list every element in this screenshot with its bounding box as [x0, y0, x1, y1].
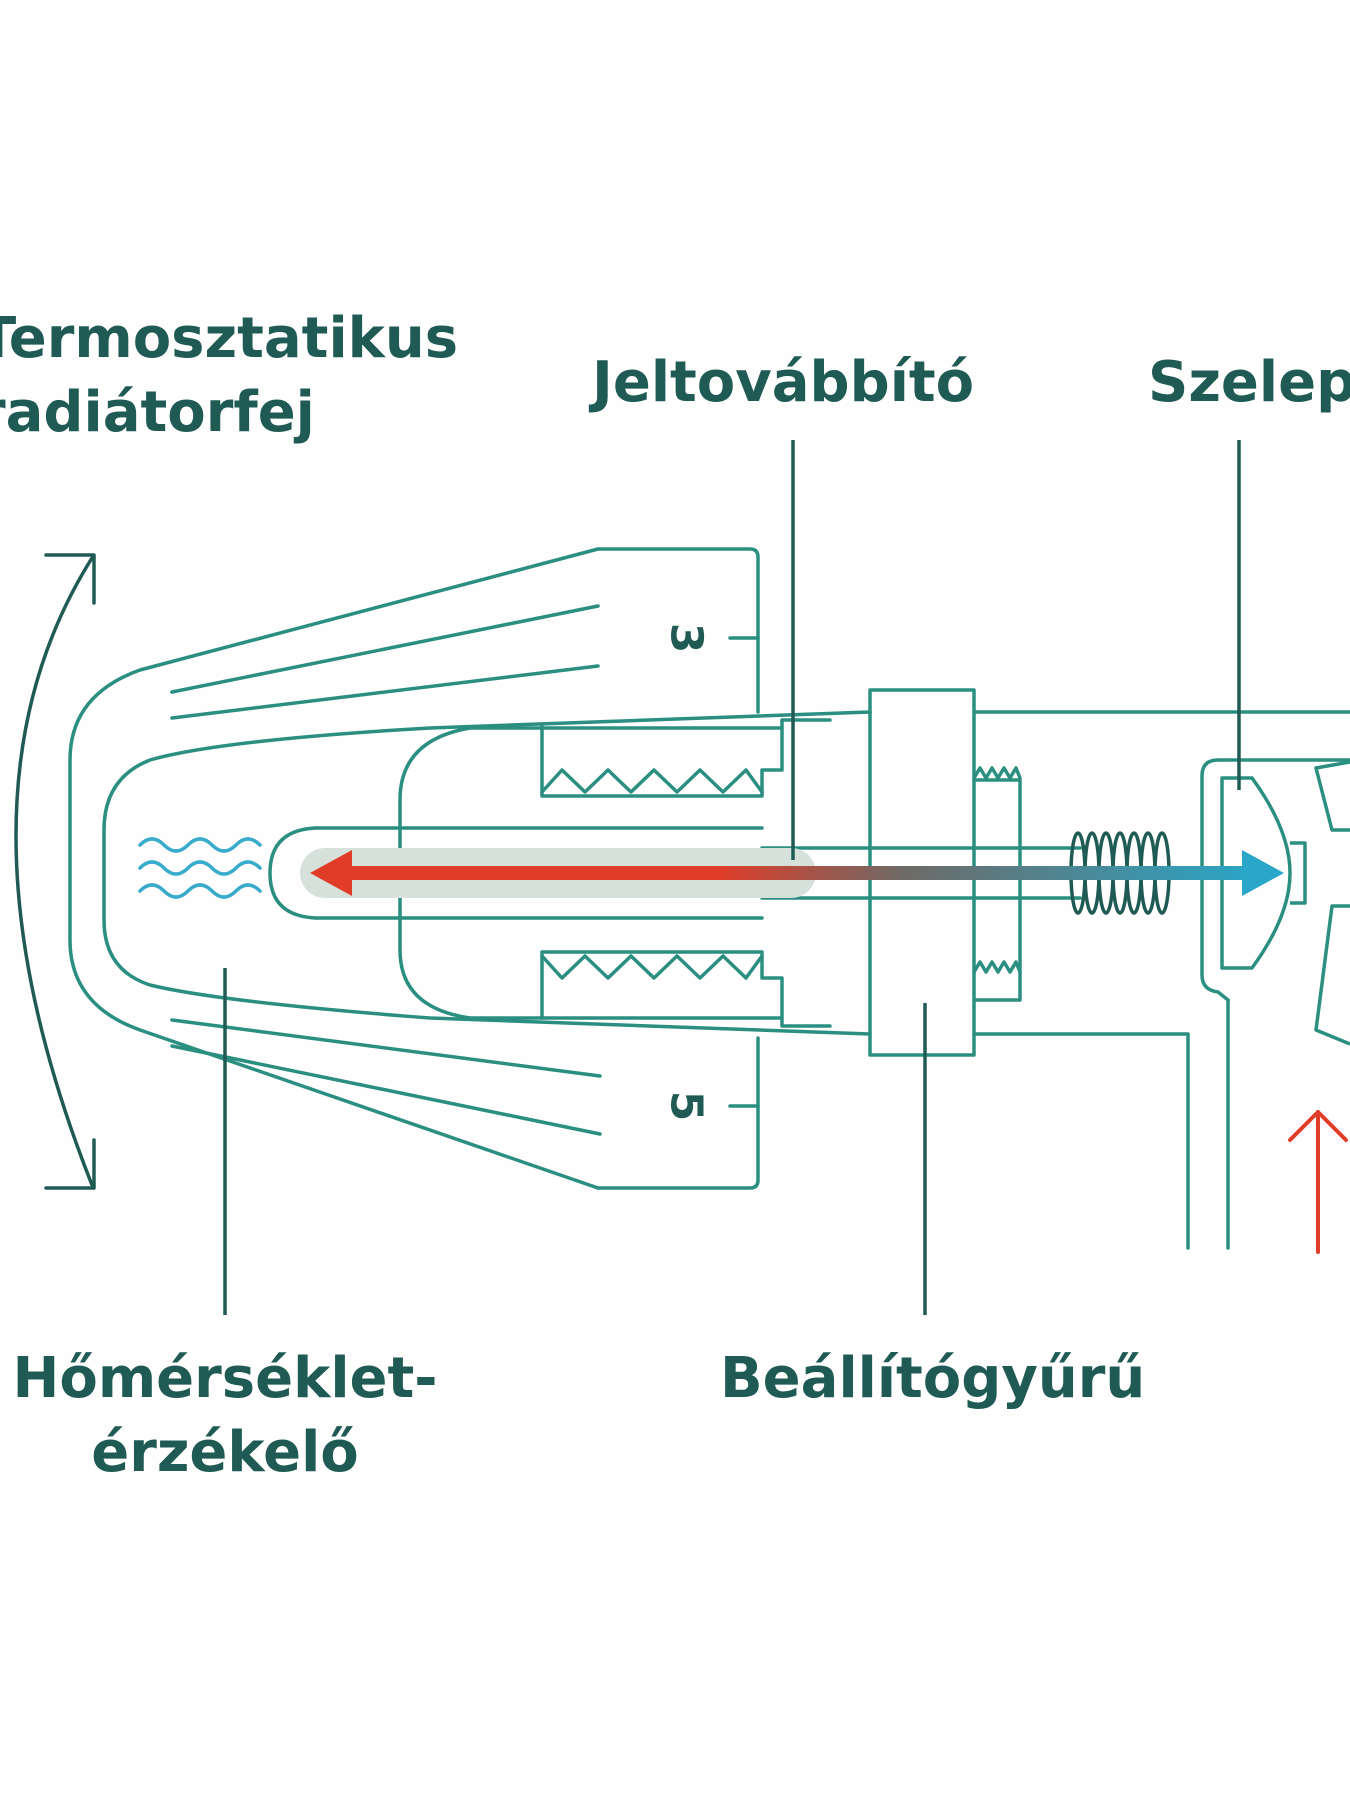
dial-number-lower: 5: [661, 1091, 712, 1122]
label-temperature-sensor-line1: Hőmérséklet-: [12, 1346, 438, 1411]
setting-ring-shape: [868, 688, 1350, 1250]
label-radiator-head-line2: radiátorfej: [0, 380, 315, 445]
hot-water-flow-arrow: [1288, 1110, 1348, 1254]
label-signal-transmitter: Jeltovábbító: [592, 350, 975, 415]
label-temperature-sensor: Hőmérséklet- érzékelő: [10, 1342, 440, 1490]
valve-disc: [1220, 760, 1350, 1046]
label-setting-ring: Beállítógyűrű: [720, 1346, 1146, 1411]
label-radiator-head-line1: Termosztatikus: [0, 306, 459, 371]
signal-rod-arrow: [310, 850, 1284, 896]
thermostat-head-outline: [68, 547, 760, 1190]
leader-lines: [223, 440, 1241, 1315]
label-valve: Szelep: [1148, 350, 1350, 415]
dial-number-upper: 3: [661, 623, 712, 654]
sensor-wave-icon: [138, 837, 262, 899]
rotation-arrow: [14, 553, 96, 1190]
inner-housing: [102, 710, 1082, 1036]
label-radiator-head: Termosztatikus radiátorfej: [0, 302, 458, 450]
label-temperature-sensor-line2: érzékelő: [91, 1420, 359, 1485]
